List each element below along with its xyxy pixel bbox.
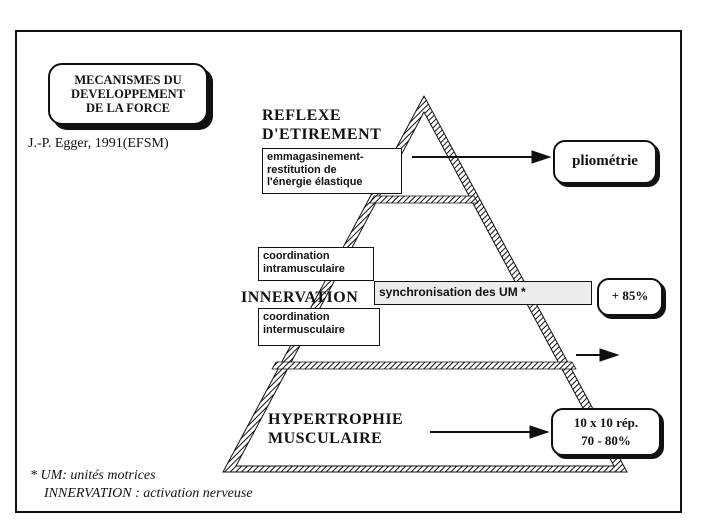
- level-separator-1: [369, 195, 479, 204]
- elastic-box-line-2: restitution de: [267, 163, 337, 176]
- footnote-um: * UM: unités motrices: [30, 468, 156, 483]
- hypertrophie-result: 10 x 10 rép. 70 - 80%: [551, 408, 661, 456]
- arrow-hypertrophie: [430, 425, 550, 439]
- elastic-box-line-3: l'énergie élastique: [267, 176, 363, 188]
- hypertrophie-result-line-2: 70 - 80%: [581, 433, 631, 448]
- title-box: MECANISMES DU DEVELOPPEMENT DE LA FORCE: [48, 63, 208, 125]
- innervation-result: + 85%: [597, 278, 663, 316]
- intermuscular-line-1: coordination: [263, 311, 330, 323]
- figure-frame: [15, 30, 682, 513]
- title-line-2: DEVELOPPEMENT: [71, 87, 185, 101]
- intermuscular-line-2: intermusculaire: [263, 323, 345, 336]
- intramuscular-line-1: coordination: [263, 250, 330, 262]
- hypertrophie-line-1: HYPERTROPHIE: [268, 411, 404, 428]
- elastic-box-line-1: emmagasinement-: [267, 151, 364, 163]
- title-line-1: MECANISMES DU: [74, 73, 182, 87]
- intermuscular-box: coordination intermusculaire: [258, 308, 380, 346]
- hypertrophie-heading: HYPERTROPHIE MUSCULAIRE: [268, 410, 403, 448]
- arrow-innervation: [576, 348, 620, 362]
- intramuscular-line-2: intramusculaire: [263, 262, 345, 275]
- reflexe-heading-line-2: D'ETIREMENT: [262, 126, 382, 143]
- footnotes: * UM: unités motrices INNERVATION : acti…: [30, 467, 253, 503]
- hypertrophie-line-2: MUSCULAIRE: [268, 430, 383, 447]
- footnote-innervation: INNERVATION : activation nerveuse: [44, 486, 253, 501]
- innervation-heading: INNERVATION: [241, 289, 359, 306]
- pliometrie-result: pliométrie: [553, 140, 657, 184]
- reflexe-heading: REFLEXE D'ETIREMENT: [262, 106, 381, 144]
- synchronisation-box: synchronisation des UM *: [374, 281, 592, 305]
- reflexe-heading-line-1: REFLEXE: [262, 107, 342, 124]
- level-separator-2: [271, 361, 577, 370]
- elastic-energy-box: emmagasinement- restitution de l'énergie…: [262, 148, 402, 194]
- hypertrophie-result-line-1: 10 x 10 rép.: [573, 415, 639, 430]
- title-line-3: DE LA FORCE: [85, 101, 171, 115]
- author-credit: J.-P. Egger, 1991(EFSM): [28, 136, 169, 151]
- arrow-pliometrie: [412, 150, 552, 164]
- intramuscular-box: coordination intramusculaire: [258, 247, 374, 281]
